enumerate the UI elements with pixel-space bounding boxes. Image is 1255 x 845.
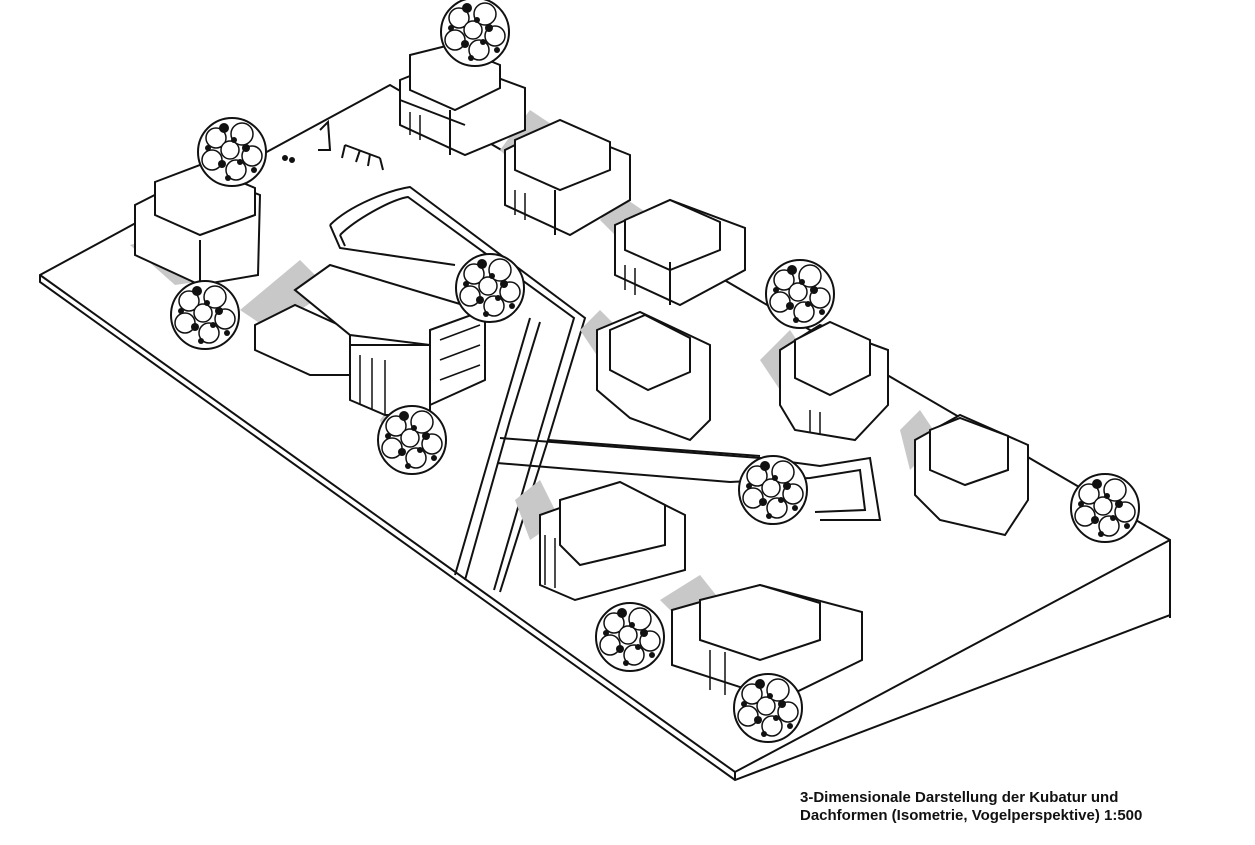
building-b <box>504 118 631 237</box>
terrain <box>39 83 1171 782</box>
buildings <box>134 43 1029 702</box>
facade-details <box>359 112 821 695</box>
footpaths <box>329 185 882 593</box>
playground <box>282 119 384 171</box>
tree-east <box>1070 473 1140 543</box>
tree-center <box>455 253 525 323</box>
caption-line-2: Dachformen (Isometrie, Vogelperspektive)… <box>800 807 1143 824</box>
building-h <box>671 583 863 702</box>
tree-west <box>170 280 240 350</box>
building-g <box>539 480 686 602</box>
building-e <box>779 320 889 442</box>
building-c <box>614 198 746 307</box>
tree-south <box>595 602 665 672</box>
tree-ne <box>765 259 835 329</box>
tree-nw <box>197 117 267 187</box>
building-central <box>254 263 486 416</box>
building-f <box>914 413 1029 537</box>
tree-sw-center <box>377 405 447 475</box>
tree-south-east <box>733 673 803 743</box>
plan-caption: 3-Dimensionale Darstellung der Kubatur u… <box>800 789 1220 825</box>
tree-east-center <box>738 455 808 525</box>
building-west <box>134 163 262 287</box>
tree-north <box>440 0 510 67</box>
caption-line-1: 3-Dimensionale Darstellung der Kubatur u… <box>800 789 1119 806</box>
building-d <box>596 310 711 442</box>
